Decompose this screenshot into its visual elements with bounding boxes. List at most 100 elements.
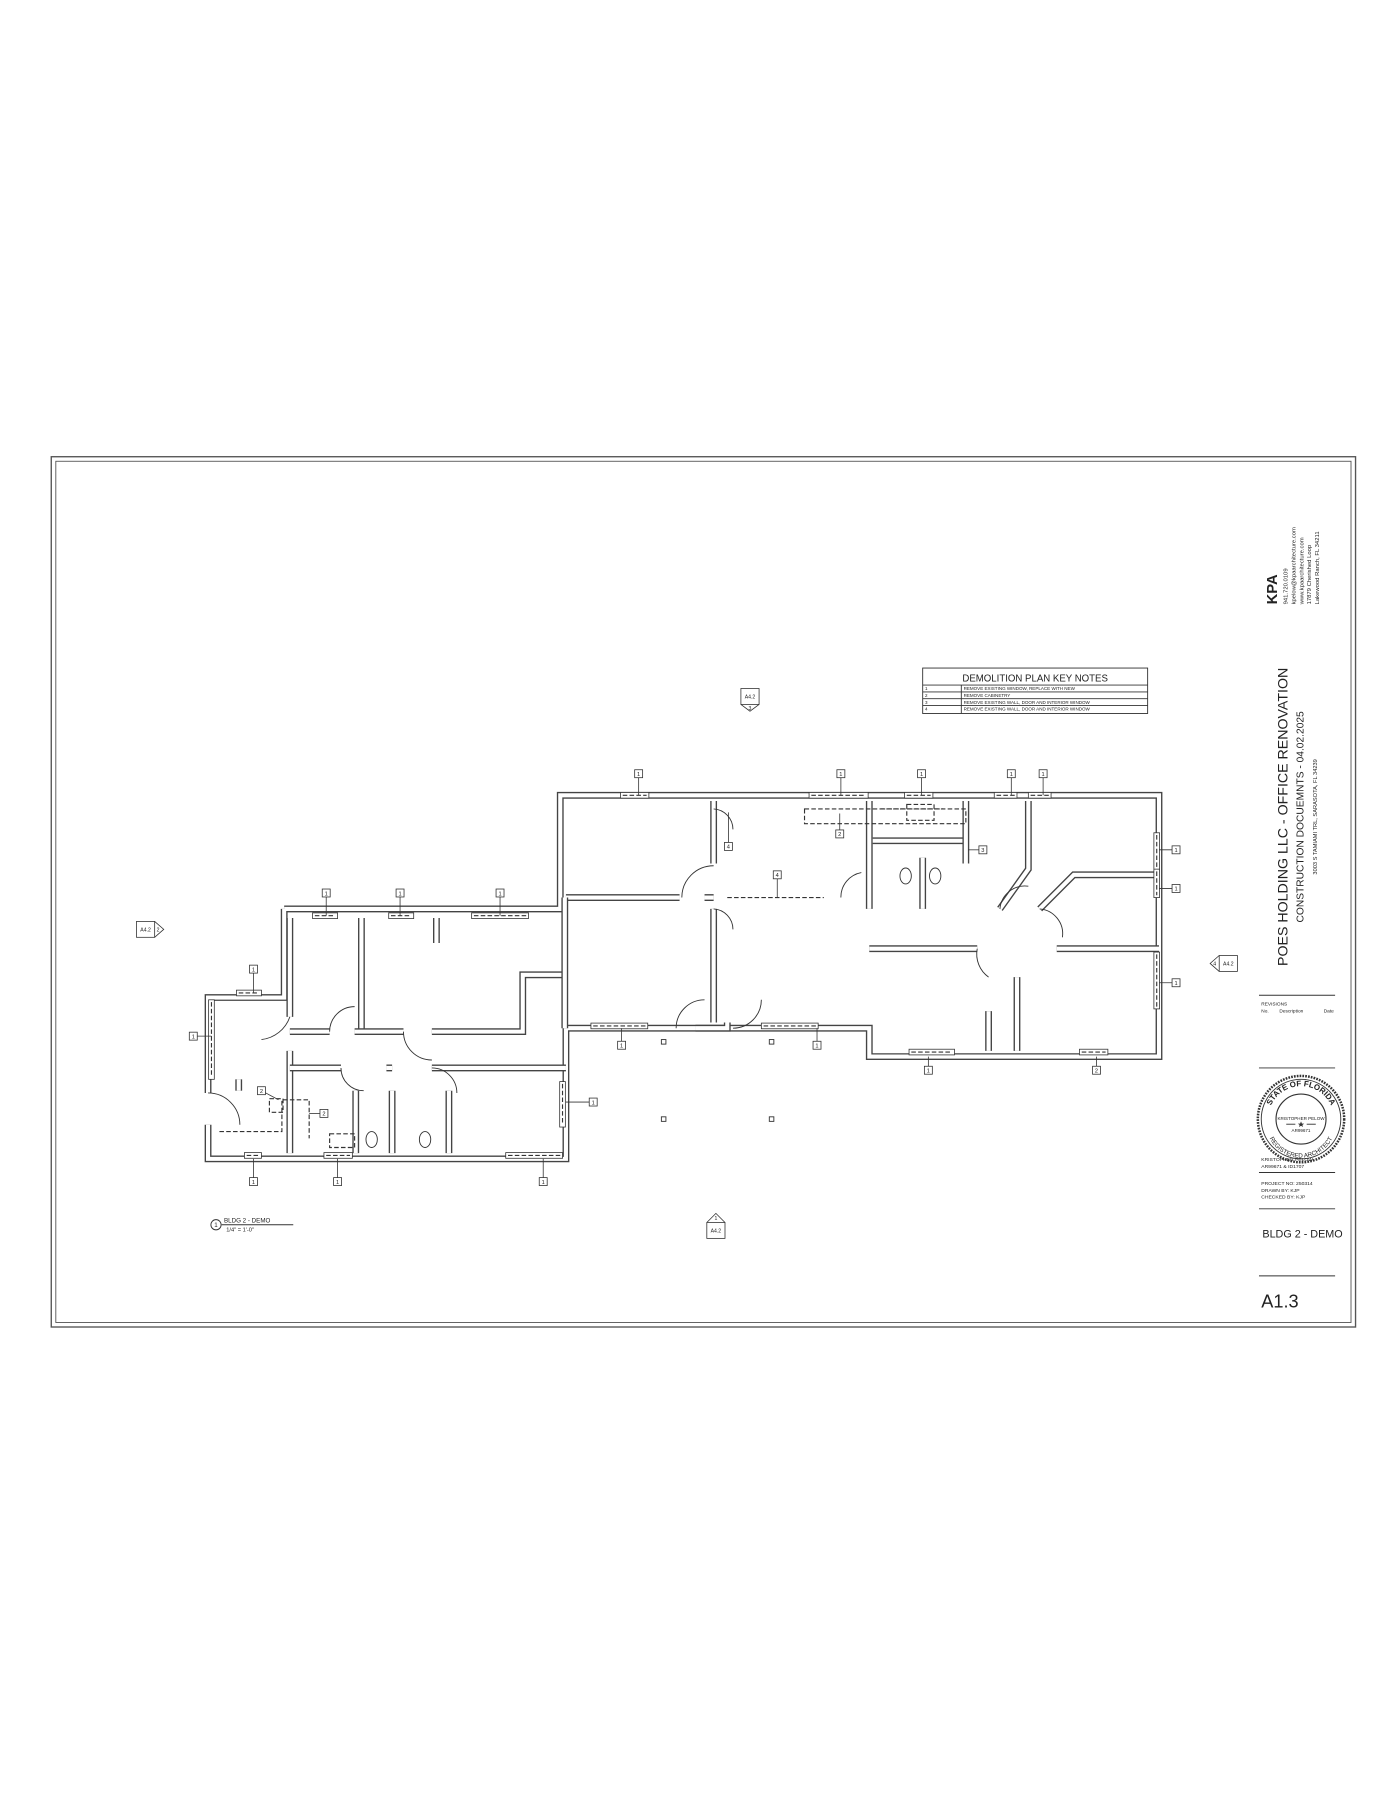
key-note-tag: 2 (309, 1109, 329, 1118)
demolished-element (803, 808, 967, 825)
key-note-tag-label: 2 (1095, 1069, 1098, 1075)
checked-by: CHECKED BY: KJP (1261, 1195, 1306, 1201)
toilet-icon (899, 867, 912, 885)
view-title: BLDG 2 - DEMO (224, 1217, 271, 1224)
window (1153, 832, 1160, 873)
key-note-tag-label: 1 (620, 1044, 623, 1050)
key-note-tag-label: 4 (776, 873, 779, 879)
window (244, 1152, 262, 1159)
revisions-title: REVISIONS (1261, 1001, 1287, 1007)
key-note-tag-label: 1 (1042, 772, 1045, 778)
firm-email: kpelow@kpaarchitecture.com (1291, 527, 1297, 604)
window (904, 792, 934, 799)
key-note-tag: 1 (538, 1158, 548, 1186)
window (236, 989, 262, 997)
key-note-tag-label: 4 (727, 845, 730, 851)
window (590, 1022, 649, 1030)
toilet-icon (418, 1131, 432, 1148)
architect-seal: STATE OF FLORIDA REGISTERED ARCHITECT KR… (1256, 1074, 1346, 1164)
section-marker[interactable]: A4.21 (706, 1212, 726, 1239)
key-note-tag: 1 (1158, 845, 1181, 855)
toilet-icon (929, 867, 942, 885)
key-note-tag-label: 1 (498, 891, 501, 897)
key-note-tag: 1 (395, 888, 405, 916)
key-note-tag-label: 1 (637, 772, 640, 778)
window (1079, 1048, 1109, 1056)
toilet-icon (365, 1131, 378, 1148)
key-note-tag: 1 (333, 1158, 342, 1186)
architect-name: KRISTOPHER PELOW (1261, 1157, 1313, 1163)
door-swing (403, 1031, 432, 1061)
sheet-number: A1.3 (1261, 1292, 1298, 1312)
section-marker-number: 3 (749, 706, 752, 712)
project-number: PROJECT NO: 250314 (1261, 1181, 1313, 1187)
key-note-tag-label: 1 (920, 772, 923, 778)
demolished-element (219, 1099, 310, 1139)
key-note-text: REMOVE CABINETRY (964, 693, 1011, 698)
section-marker-sheet: A4.2 (140, 928, 151, 934)
key-note-tag: 3 (968, 845, 988, 855)
key-note-tag-label: 1 (1174, 981, 1177, 987)
key-note-tag-label: 3 (981, 848, 984, 854)
window (208, 999, 215, 1080)
door-swing (675, 999, 705, 1029)
revisions-col-date: Date (1324, 1008, 1334, 1014)
window (505, 1152, 563, 1159)
key-note-tag-label: 1 (927, 1069, 930, 1075)
revisions-col-no: No. (1261, 1008, 1268, 1014)
key-note-tag: 1 (1038, 769, 1048, 796)
section-marker-number: 2 (157, 928, 160, 934)
window (388, 912, 415, 919)
key-note-tag-label: 2 (838, 832, 841, 838)
seal-star-icon (1286, 1121, 1316, 1128)
key-note-tag: 2 (1092, 1056, 1101, 1075)
window (1027, 792, 1052, 799)
view-number: 1 (214, 1222, 218, 1229)
door-swing (976, 948, 989, 978)
key-note-tag: 1 (923, 1056, 933, 1075)
key-notes-title: DEMOLITION PLAN KEY NOTES (962, 674, 1108, 685)
seal-name: KRISTOPHER PELOW (1278, 1116, 1326, 1121)
project-address: 3003 S TAMIAMI TRL, SARASOTA, FL 34239 (1313, 759, 1319, 874)
project-phase: CONSTRUCTION DOCUEMNTS - 04.02.2025 (1295, 711, 1306, 923)
key-note-tag: 1 (917, 769, 926, 796)
window (1153, 868, 1160, 898)
window (808, 792, 869, 799)
key-note-tag: 1 (249, 1158, 258, 1186)
door-swing (431, 1067, 458, 1093)
door-swing (713, 808, 734, 830)
key-note-number: 3 (925, 700, 928, 705)
key-note-tag: 1 (321, 888, 331, 916)
key-note-tag-label: 1 (592, 1100, 595, 1106)
key-note-text: REMOVE EXISTING WINDOW, REPLACE WITH NEW (964, 686, 1076, 691)
key-note-tag: 1 (495, 888, 505, 916)
key-note-tag: 1 (1158, 884, 1181, 893)
section-marker-number: 1 (714, 1216, 717, 1222)
door-swing (840, 872, 862, 898)
section-marker[interactable]: A4.2 2 (136, 921, 165, 938)
column-icon (660, 1116, 667, 1122)
window (993, 792, 1018, 799)
sheet-title: BLDG 2 - DEMO (1262, 1228, 1342, 1240)
key-note-text: REMOVE EXISTING WALL, DOOR AND INTERIOR … (964, 707, 1091, 712)
window (1153, 951, 1160, 1010)
key-note-tag-label: 2 (322, 1112, 325, 1118)
key-note-tag: 1 (1158, 978, 1181, 988)
section-marker[interactable]: A4.24 (1209, 955, 1238, 972)
key-note-tag-label: 1 (1174, 887, 1177, 893)
key-note-tag-label: 1 (1010, 772, 1013, 778)
key-note-tag: 1 (617, 1028, 626, 1050)
section-marker-sheet: A4.2 (745, 695, 756, 701)
key-note-tag-label: 1 (839, 772, 842, 778)
window (760, 1022, 819, 1030)
project-title: POES HOLDING LLC - OFFICE RENOVATION (1275, 668, 1291, 966)
sink-icon (906, 803, 935, 821)
key-note-tag-label: 2 (260, 1089, 263, 1095)
door-swing (340, 1067, 364, 1092)
view-label: 1 BLDG 2 - DEMO 1/4" = 1'-0" (210, 1217, 294, 1234)
key-note-tag-label: 1 (252, 1180, 255, 1186)
section-marker[interactable]: A4.2 3 (740, 688, 760, 712)
sheet-border-inner (55, 460, 1352, 1323)
